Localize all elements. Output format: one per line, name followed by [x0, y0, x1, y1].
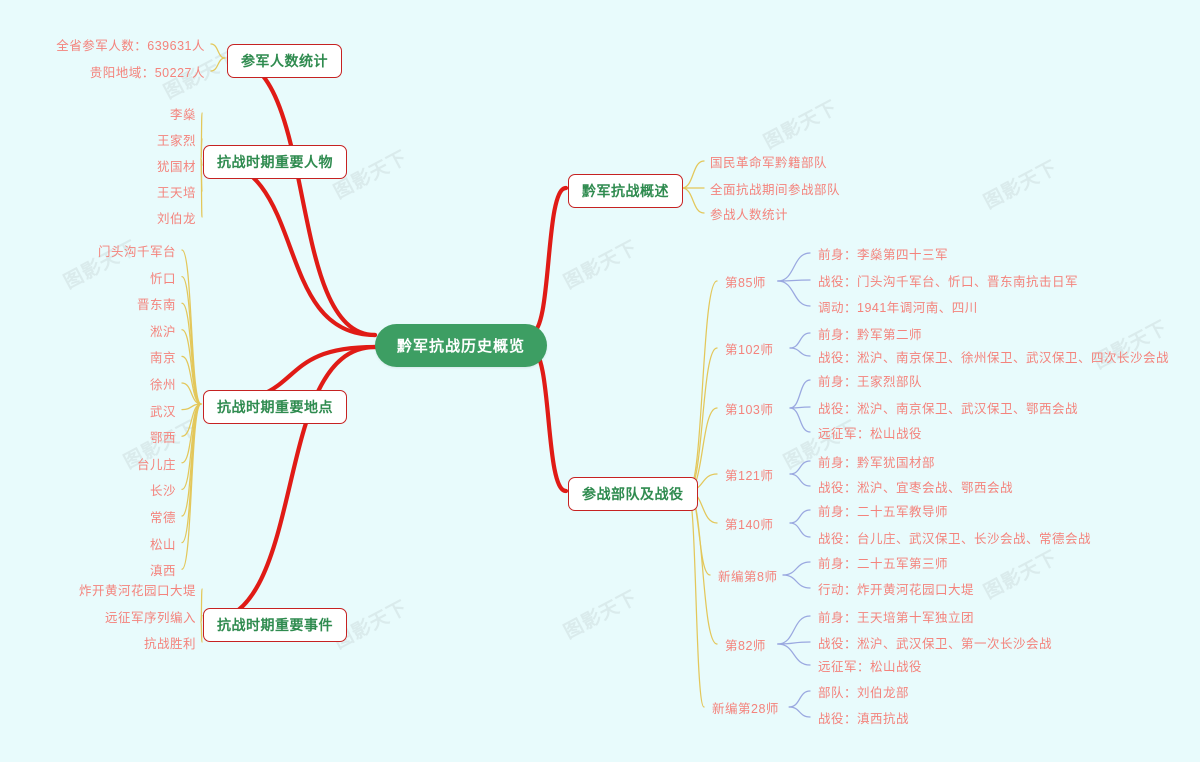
leaf-label[interactable]: 常德: [149, 511, 176, 525]
leaf-label[interactable]: 王家烈: [156, 134, 196, 148]
detail-label[interactable]: 前身：王天培第十军独立团: [818, 611, 975, 625]
detail-label[interactable]: 战役：滇西抗战: [818, 712, 910, 726]
root-link-right-0: [528, 185, 569, 336]
detail-label[interactable]: 部队：刘伯龙部: [818, 686, 910, 700]
detail-link-1-1: [789, 347, 811, 357]
unit-link-0: [687, 280, 718, 492]
leaf-label[interactable]: 远征军序列编入: [104, 610, 196, 625]
leaf-label[interactable]: 王天培: [156, 186, 196, 200]
branch-node-units[interactable]: 参战部队及战役: [568, 477, 698, 511]
division-label-div-82[interactable]: 第82师: [725, 639, 766, 653]
detail-link-5-1: [782, 574, 811, 589]
branch-node-key-locations[interactable]: 抗战时期重要地点: [203, 390, 347, 424]
leaf-label[interactable]: 长沙: [149, 484, 176, 499]
division-label-new-div-8[interactable]: 新编第8师: [718, 570, 778, 584]
division-label-new-div-28[interactable]: 新编第28师: [712, 702, 779, 716]
detail-label[interactable]: 前身：王家烈部队: [818, 375, 923, 389]
detail-label[interactable]: 前身：黔军第二师: [818, 328, 923, 342]
leaf-link-left-2-11: [181, 403, 202, 544]
division-label-div-102[interactable]: 第102师: [725, 343, 774, 357]
detail-link-7-0: [788, 690, 811, 708]
branch-node-overview[interactable]: 黔军抗战概述: [568, 174, 683, 208]
detail-label[interactable]: 战役：淞沪、南京保卫、徐州保卫、武汉保卫、四次长沙会战: [818, 351, 1170, 365]
leaf-label[interactable]: 全省参军人数：639631人: [56, 39, 205, 53]
detail-label[interactable]: 战役：淞沪、宜枣会战、鄂西会战: [818, 481, 1014, 495]
leaf-label[interactable]: 抗战胜利: [143, 637, 196, 651]
division-label-div-140[interactable]: 第140师: [725, 518, 774, 532]
leaf-label[interactable]: 忻口: [149, 271, 176, 286]
detail-label[interactable]: 战役：台儿庄、武汉保卫、长沙会战、常德会战: [818, 532, 1092, 546]
leaf-label[interactable]: 炸开黄河花园口大堤: [78, 584, 196, 598]
detail-link-4-1: [789, 522, 811, 538]
detail-link-3-0: [789, 460, 811, 475]
detail-label[interactable]: 行动：炸开黄河花园口大堤: [818, 583, 975, 597]
branch-node-enlistment-statistics[interactable]: 参军人数统计: [227, 44, 342, 78]
leaf-link-left-3-1: [200, 614, 203, 623]
leaf-link-left-2-4: [181, 355, 202, 405]
branch-node-key-figures[interactable]: 抗战时期重要人物: [203, 145, 347, 179]
leaf-label[interactable]: 南京: [149, 351, 176, 366]
detail-label[interactable]: 前身：二十五军第三师: [818, 557, 949, 571]
detail-label[interactable]: 战役：淞沪、南京保卫、武汉保卫、鄂西会战: [818, 402, 1079, 416]
leaf-label[interactable]: 武汉: [149, 404, 176, 419]
detail-link-6-0: [777, 615, 811, 645]
leaf-label[interactable]: 鄂西: [149, 431, 176, 446]
detail-link-0-2: [777, 280, 811, 307]
leaf-link-left-3-2: [200, 621, 203, 643]
leaf-link-left-2-5: [181, 382, 202, 405]
detail-label[interactable]: 远征军：松山战役: [818, 660, 923, 674]
detail-link-1-0: [789, 332, 811, 349]
leaf-label[interactable]: 全面抗战期间参战部队: [710, 183, 841, 197]
unit-link-7: [687, 490, 705, 708]
detail-link-2-0: [789, 379, 811, 409]
leaf-label[interactable]: 松山: [149, 537, 176, 552]
overview-link-0: [681, 160, 705, 189]
root-link-left-1: [202, 156, 378, 338]
unit-link-1: [687, 347, 718, 492]
leaf-label[interactable]: 徐州: [149, 378, 176, 392]
division-label-div-121[interactable]: 第121师: [725, 469, 774, 483]
detail-link-6-2: [777, 643, 811, 666]
detail-label[interactable]: 远征军：松山战役: [818, 427, 923, 441]
detail-link-7-1: [788, 706, 811, 718]
leaf-label[interactable]: 参战人数统计: [710, 208, 789, 222]
leaf-label[interactable]: 贵阳地域：50227人: [89, 66, 205, 80]
root-link-left-3: [202, 344, 378, 625]
detail-link-4-0: [789, 509, 811, 524]
detail-label[interactable]: 战役：门头沟千军台、忻口、晋东南抗击日军: [818, 275, 1079, 289]
branch-node-key-events[interactable]: 抗战时期重要事件: [203, 608, 347, 642]
overview-link-2: [681, 187, 705, 214]
detail-label[interactable]: 前身：黔军犹国材部: [818, 456, 936, 470]
leaf-link-left-0-1: [210, 57, 226, 72]
detail-label[interactable]: 前身：二十五军教导师: [818, 505, 949, 519]
detail-label[interactable]: 调动：1941年调河南、四川: [818, 301, 978, 315]
division-label-div-103[interactable]: 第103师: [725, 403, 774, 417]
detail-label[interactable]: 战役：淞沪、武汉保卫、第一次长沙会战: [818, 637, 1053, 651]
detail-link-2-2: [789, 407, 811, 433]
leaf-label[interactable]: 李燊: [169, 108, 196, 122]
leaf-label[interactable]: 晋东南: [136, 298, 176, 313]
root-link-left-0: [226, 55, 378, 338]
leaf-label[interactable]: 国民革命军黔籍部队: [710, 156, 828, 170]
detail-link-5-0: [782, 561, 811, 576]
root-node[interactable]: 黔军抗战历史概览: [375, 324, 548, 367]
leaf-label[interactable]: 淞沪: [149, 324, 176, 339]
detail-link-0-0: [777, 252, 811, 282]
detail-link-3-1: [789, 473, 811, 487]
leaf-label[interactable]: 滇西: [149, 564, 176, 579]
leaf-label[interactable]: 台儿庄: [136, 457, 176, 472]
root-link-right-1: [528, 346, 569, 494]
division-label-div-85[interactable]: 第85师: [725, 276, 766, 290]
detail-label[interactable]: 前身：李燊第四十三军: [818, 248, 949, 262]
leaf-link-left-2-1: [181, 275, 202, 405]
leaf-label[interactable]: 门头沟千军台: [97, 245, 176, 259]
leaf-link-left-2-12: [181, 403, 202, 570]
leaf-link-left-0-0: [210, 43, 226, 59]
leaf-label[interactable]: 犹国材: [156, 160, 196, 174]
leaf-link-left-1-4: [200, 158, 203, 218]
leaf-label[interactable]: 刘伯龙: [156, 212, 196, 226]
